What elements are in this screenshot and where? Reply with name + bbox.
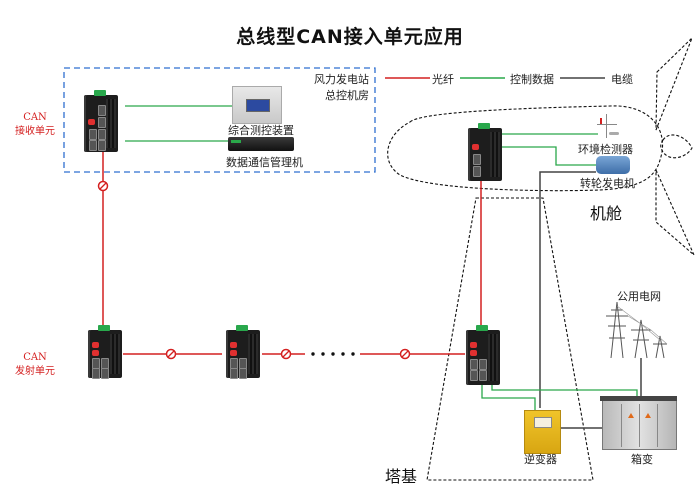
- nacelle-control-2: [500, 146, 596, 166]
- tower-outline: [426, 197, 594, 481]
- grid-label: 公用电网: [617, 290, 661, 303]
- inverter-label: 逆变器: [524, 453, 557, 466]
- ellipsis-dots: [311, 352, 355, 356]
- page-title: 总线型CAN接入单元应用: [236, 26, 464, 48]
- cable-generator-inverter: [539, 171, 596, 408]
- tower-control-2: [491, 385, 638, 400]
- integrated-monitoring-label: 综合测控装置: [228, 124, 294, 137]
- db9-port: [98, 117, 106, 128]
- environment-detector-icon: [592, 114, 622, 142]
- can-transmit-unit-device: [80, 325, 130, 379]
- db9-port: [98, 140, 106, 151]
- tower-control-1: [481, 385, 536, 410]
- control-room-label-line1: 风力发电站: [314, 73, 369, 86]
- control-room-boundary: [63, 67, 376, 173]
- nacelle-label: 机舱: [590, 204, 623, 223]
- generator-label: 转轮发电机: [580, 177, 635, 190]
- environment-detector-label: 环境检测器: [578, 143, 633, 156]
- transmit-unit-label-line2: 发射单元: [15, 366, 55, 377]
- receive-unit-label-line2: 接收单元: [15, 126, 55, 137]
- control-room-label-line2: 总控机房: [325, 89, 369, 102]
- db9-port: [98, 129, 106, 140]
- box-transformer-device: [600, 396, 677, 450]
- transmit-unit-label: CAN 发射单元: [10, 351, 60, 379]
- generator-icon: [596, 156, 630, 174]
- warning-icon: [645, 413, 651, 418]
- box-transformer-label: 箱变: [631, 453, 653, 466]
- data-comm-manager-device: [228, 137, 294, 151]
- receive-unit-label-line1: CAN: [23, 112, 47, 123]
- nacelle-outline: [387, 105, 664, 192]
- can-receive-unit-device: [76, 90, 126, 152]
- legend-fiber-label: 光纤: [432, 73, 454, 86]
- db9-port: [98, 105, 106, 116]
- hub: [660, 134, 693, 159]
- transmit-unit-label-line1: CAN: [23, 352, 47, 363]
- db9-port: [89, 140, 97, 151]
- control-room-label: 风力发电站 总控机房: [314, 71, 369, 103]
- db9-port: [89, 129, 97, 140]
- legend-cable-label: 电缆: [611, 73, 633, 86]
- can-transmit-unit-device: [218, 325, 268, 379]
- can-tower-unit-device: [458, 325, 508, 385]
- receive-unit-label: CAN 接收单元: [10, 111, 60, 139]
- tower-label: 塔基: [385, 467, 418, 486]
- data-comm-manager-label: 数据通信管理机: [226, 156, 303, 169]
- blade-top: [655, 37, 693, 131]
- integrated-monitoring-device: [232, 86, 282, 124]
- fiber-port: [88, 119, 95, 125]
- terminal-block: [94, 90, 106, 96]
- warning-icon: [628, 413, 634, 418]
- legend-control-label: 控制数据: [510, 73, 554, 86]
- fiber-connector-icon: [280, 348, 292, 360]
- inverter-panel: [534, 417, 552, 428]
- can-nacelle-unit-device: [460, 123, 510, 181]
- fiber-connector-icon: [399, 348, 411, 360]
- inverter-device: [524, 410, 561, 454]
- fiber-connector-icon: [165, 348, 177, 360]
- device-screen: [246, 99, 270, 112]
- fiber-connector-icon: [97, 180, 109, 192]
- blade-bottom: [655, 169, 695, 256]
